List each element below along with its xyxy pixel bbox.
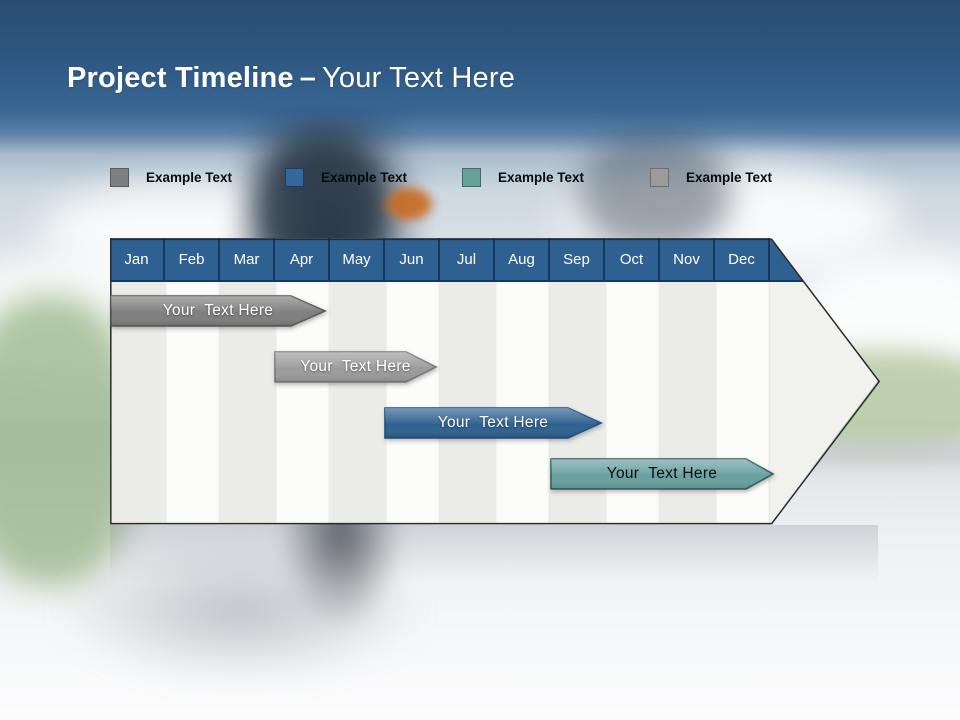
legend-item-3[interactable]: Example Text: [462, 168, 584, 187]
legend-label: Example Text: [146, 170, 233, 185]
timeline-bar-2[interactable]: Your Text Here: [274, 351, 438, 383]
legend-swatch-icon: [462, 168, 481, 187]
month-cell-may: May: [330, 238, 385, 280]
month-cell-oct: Oct: [605, 238, 660, 280]
month-cell-apr: Apr: [275, 238, 330, 280]
month-cell-feb: Feb: [165, 238, 220, 280]
timeline-bar-shape: [274, 351, 438, 383]
slide-title[interactable]: Project Timeline–Your Text Here: [67, 62, 515, 95]
month-cell-mar: Mar: [220, 238, 275, 280]
slide-title-bold: Project Timeline: [67, 62, 294, 94]
rider-silhouette: [580, 135, 730, 250]
legend-item-1[interactable]: Example Text: [110, 168, 232, 187]
month-cell-jul: Jul: [440, 238, 495, 280]
slide-title-placeholder[interactable]: Your Text Here: [322, 62, 516, 94]
legend-swatch-icon: [650, 168, 669, 187]
legend-label: Example Text: [686, 170, 773, 185]
motorcycle-indicator: [386, 188, 432, 220]
timeline-bar-3[interactable]: Your Text Here: [384, 407, 603, 439]
legend-label: Example Text: [321, 170, 408, 185]
legend-item-4[interactable]: Example Text: [650, 168, 772, 187]
legend-swatch-icon: [285, 168, 304, 187]
month-cell-jun: Jun: [385, 238, 440, 280]
legend-swatch-icon: [110, 168, 129, 187]
legend-label: Example Text: [498, 170, 585, 185]
month-column-may: [330, 282, 385, 523]
reflection-shadow: [55, 535, 425, 685]
table-reflection: [110, 525, 878, 583]
month-cell-jan: Jan: [110, 238, 165, 280]
slide-title-dash: –: [299, 62, 317, 94]
timeline-bar-shape: [110, 295, 327, 327]
timeline-bar-shape: [550, 458, 775, 490]
timeline-bar-shape: [384, 407, 603, 439]
arrowhead-fill: [770, 282, 878, 523]
timeline-bar-4[interactable]: Your Text Here: [550, 458, 775, 490]
month-column-jun: [385, 282, 440, 523]
timeline-bar-1[interactable]: Your Text Here: [110, 295, 327, 327]
header-filler: [770, 238, 878, 280]
month-cell-nov: Nov: [660, 238, 715, 280]
month-cell-sep: Sep: [550, 238, 605, 280]
month-column-jul: [440, 282, 495, 523]
month-column-aug: [495, 282, 550, 523]
month-cell-dec: Dec: [715, 238, 770, 280]
month-cell-aug: Aug: [495, 238, 550, 280]
legend-item-2[interactable]: Example Text: [285, 168, 407, 187]
